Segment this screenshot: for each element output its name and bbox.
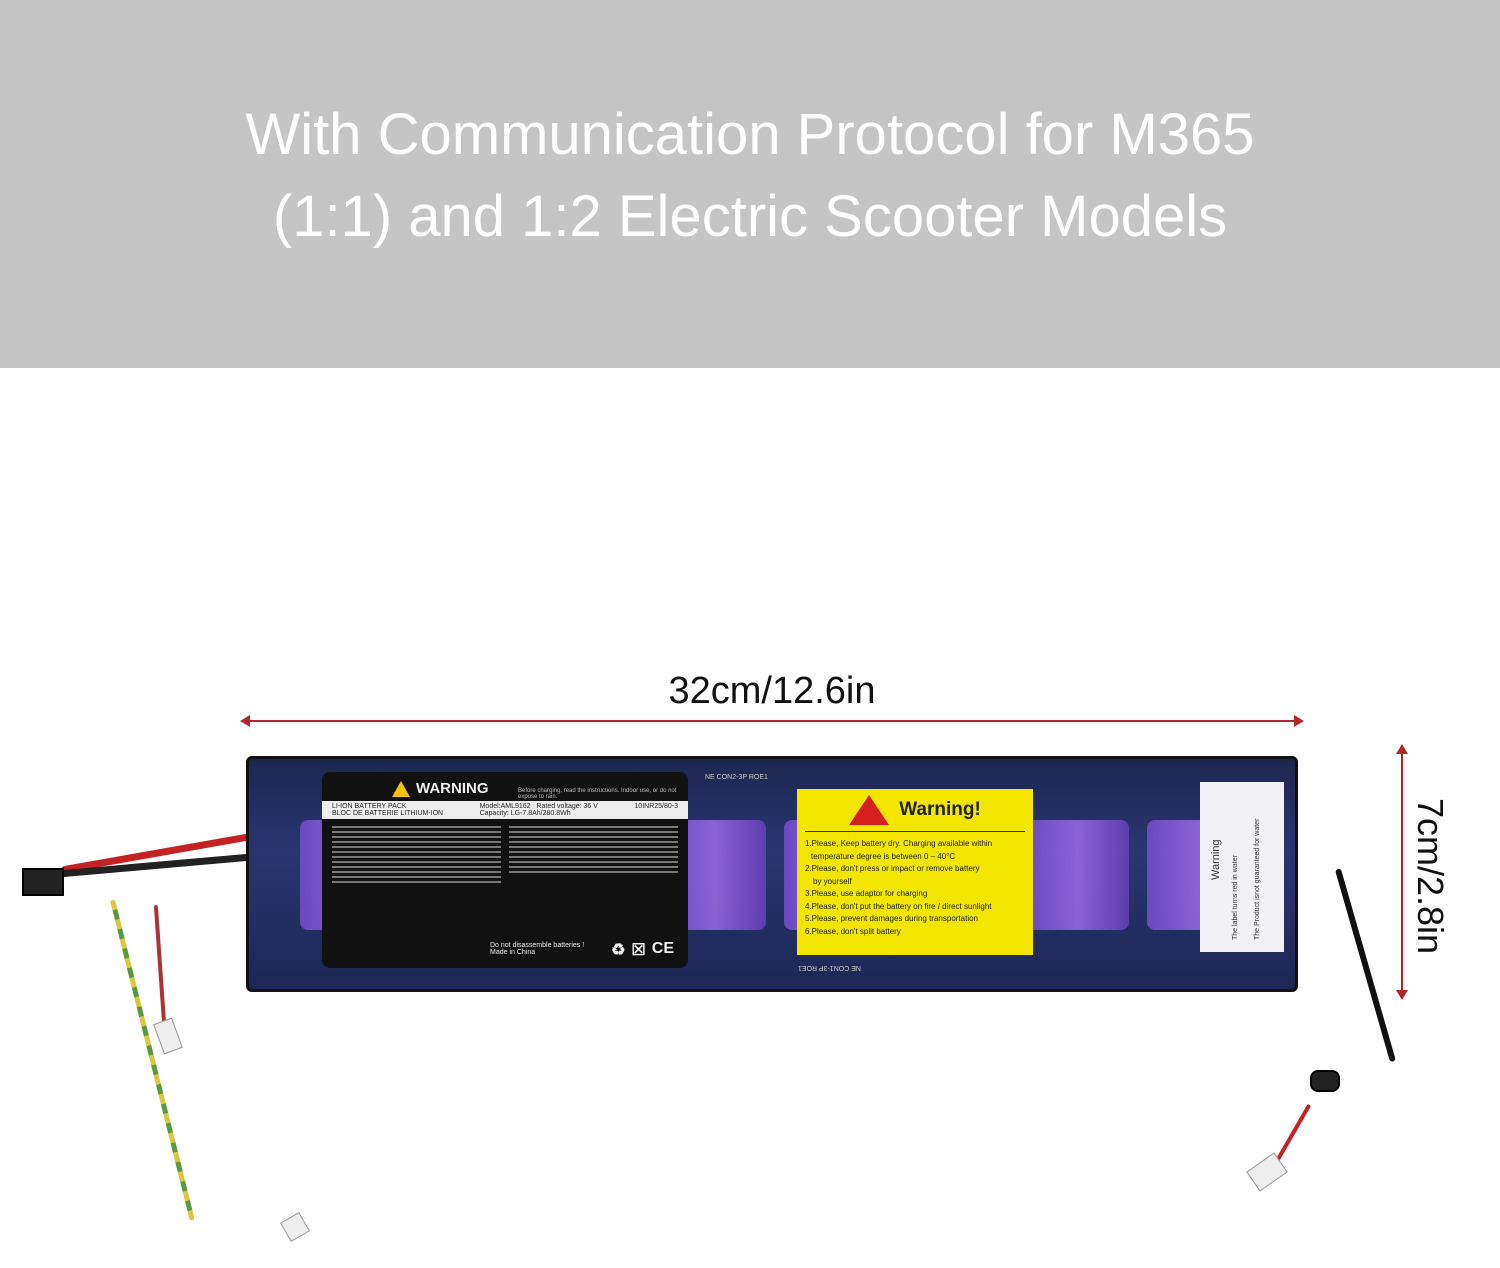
height-dimension: 7cm/2.8in xyxy=(1410,797,1451,955)
black-warning-label: WARNING Before charging, read the instru… xyxy=(322,772,688,968)
model: Model:AML9162 xyxy=(479,803,531,810)
capacity: Capacity: LG-7.8Ah/280.8Wh xyxy=(479,810,571,817)
water-label-line1: The label turns red in water xyxy=(1232,855,1239,940)
charging-note: Before charging, read the instructions. … xyxy=(518,788,677,800)
label-title: WARNING xyxy=(416,780,489,797)
ce-mark: CE xyxy=(651,940,674,957)
signal-wire xyxy=(153,905,167,1025)
signal-plug xyxy=(153,1017,183,1055)
pcb-marking-bottom: NE CON1-3P ROE1 xyxy=(798,964,861,971)
yellow-green-wire xyxy=(110,899,195,1221)
warning-item: 4.Please, don't put the battery on fire … xyxy=(805,901,992,911)
right-plug xyxy=(1246,1152,1288,1192)
yellow-warning-label: Warning! 1.Please, Keep battery dry. Cha… xyxy=(797,789,1033,955)
grommet xyxy=(1310,1070,1340,1092)
warning-item: 3.Please, use adaptor for charging xyxy=(805,889,928,898)
warning-item: temperature degree is between 0 – 40°C xyxy=(811,851,956,861)
recycle-icon: ♻ xyxy=(611,942,626,959)
pcb-marking-top: NE CON2-3P ROE1 xyxy=(705,774,768,781)
pack-en: LI-ION BATTERY PACK xyxy=(332,803,407,810)
warning-triangle-icon xyxy=(392,780,410,797)
water-label-line2: The Product isnot guaranteed for water xyxy=(1254,818,1261,940)
banner-line-1: With Communication Protocol for M365 xyxy=(245,102,1255,167)
right-cable xyxy=(1335,868,1396,1063)
header-banner: With Communication Protocol for M365 (1:… xyxy=(0,0,1500,368)
warning-item: 5.Please, prevent damages during transpo… xyxy=(805,914,978,923)
warning-item: 1.Please, Keep battery dry. Charging ava… xyxy=(805,839,993,848)
banner-line-2: (1:1) and 1:2 Electric Scooter Models xyxy=(272,184,1228,249)
bin-crossed-icon: ☒ xyxy=(631,942,646,959)
length-dimension: 32cm/12.6in xyxy=(668,670,876,712)
pack-fr: BLOC DE BATTERIE LITHIUM-ION xyxy=(332,810,444,817)
label-code: 10INR25/80-3 xyxy=(634,803,678,810)
made-in: Made in China xyxy=(490,949,536,956)
disassemble-warning: Do not disassemble batteries ! xyxy=(490,942,585,949)
length-arrow xyxy=(240,715,1304,727)
right-red-wire xyxy=(1272,1103,1312,1167)
water-label-title: Warning xyxy=(1210,839,1222,880)
xt-power-connector xyxy=(22,868,64,896)
warning-item: 2.Please, don't press or impact or remov… xyxy=(805,864,980,873)
height-arrow xyxy=(1396,744,1408,1000)
data-plug xyxy=(279,1211,311,1243)
warning-item: 6.Please, don't split battery xyxy=(805,926,901,936)
cell xyxy=(1026,820,1129,930)
fine-print xyxy=(332,823,678,886)
voltage: Rated voltage: 36 V xyxy=(536,803,598,810)
yellow-title: Warning! xyxy=(899,799,981,820)
warning-item: by yourself xyxy=(813,876,852,886)
warning-triangle-icon xyxy=(849,795,890,825)
water-indicator-label: Warning The label turns red in water The… xyxy=(1200,782,1284,952)
